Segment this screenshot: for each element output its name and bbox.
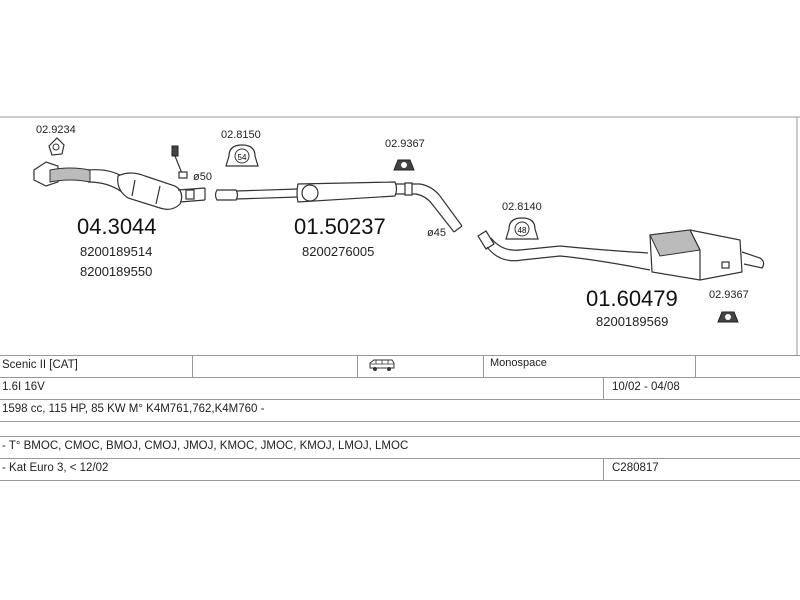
tail-pipe [741,251,765,269]
clamp-48-badge: 48 [518,226,527,235]
code-cell: C280817 [612,462,659,474]
hanger-2-ref: 02.9367 [709,289,749,301]
oem-number-cat-1: 8200189514 [80,244,152,259]
years-cell: 10/02 - 04/08 [612,381,680,393]
assembly-number-middle: 01.50237 [294,214,386,239]
mid-outlet-lower [395,193,455,233]
hanger-part-1: 02.9367 [385,138,425,171]
gasket-part: 02.9234 [36,124,76,156]
gasket-ref: 02.9234 [36,124,76,136]
middle-silencer-end [301,184,319,202]
oem-number-rear: 8200189569 [596,314,668,329]
clamp-48-ref: 02.8140 [502,201,542,213]
table-row: 1.6I 16V 10/02 - 04/08 [0,378,800,400]
dim-50: ø50 [193,171,212,183]
lambda-sensor-body [171,145,179,157]
tail-hanger-mount [721,261,730,269]
mid-outlet-end [453,225,463,233]
rear-pipe-lower [486,246,651,271]
assembly-number-rear: 01.60479 [586,286,678,311]
oem-number-middle: 8200276005 [302,244,374,259]
catalytic-converter [117,172,183,210]
cat-seam-2 [155,185,161,205]
clamp-48-part: 48 02.8140 [502,201,542,240]
clamp-54-badge: 54 [238,153,247,162]
engine-details-cell: 1598 cc, 115 HP, 85 KW M° K4M761,762,K4M… [2,403,265,415]
model-cell: Scenic II [CAT] [2,359,78,371]
rear-silencer-edge [689,229,701,280]
clamp-54-part: 54 02.8150 [221,129,261,167]
cat-outlet-lower [179,199,206,203]
clamp-54-ref: 02.8150 [221,129,261,141]
table-row: 1598 cc, 115 HP, 85 KW M° K4M761,762,K4M… [0,400,800,422]
rear-silencer-assembly [477,229,765,281]
flex-pipe [49,167,91,183]
assembly-number-cat: 04.3044 [77,214,157,239]
minivan-icon [368,358,396,375]
cat-outlet-upper [177,187,206,191]
rear-pipe-upper [490,237,649,254]
hanger-1-ref: 02.9367 [385,138,425,150]
vehicle-spec-table: Scenic II [CAT] Monospace 1.6I 16V 10/02… [0,355,800,481]
table-row-empty [0,422,800,437]
engine-cell: 1.6I 16V [2,381,45,393]
middle-silencer-assembly [214,181,463,233]
dim-45: ø45 [427,227,446,239]
cat-outlet-collar [185,189,195,200]
body-type-cell: Monospace [490,357,547,369]
table-row: Scenic II [CAT] Monospace [0,355,800,378]
middle-silencer [296,181,398,203]
front-pipe-lower [87,181,123,193]
table-row: - Kat Euro 3, < 12/02 C280817 [0,459,800,481]
lambda-sensor [171,145,188,179]
lambda-sensor-tip [178,171,188,179]
catalyst-assembly [33,161,206,210]
engine-types-cell: - T° BMOC, CMOC, BMOJ, CMOJ, JMOJ, KMOC,… [2,440,409,452]
oem-number-cat-2: 8200189550 [80,264,152,279]
rear-inlet-sleeve [477,230,495,250]
cat-seam-1 [131,179,136,197]
mid-outlet-collar [404,182,413,196]
note-cell: - Kat Euro 3, < 12/02 [2,462,109,474]
mid-outlet-upper [395,183,463,227]
mid-pipe-upper [235,188,299,192]
inlet-sleeve [214,189,239,201]
table-row: - T° BMOC, CMOC, BMOJ, CMOJ, JMOJ, KMOC,… [0,437,800,459]
hanger-part-2: 02.9367 [709,289,749,323]
mid-pipe-lower [235,196,299,200]
